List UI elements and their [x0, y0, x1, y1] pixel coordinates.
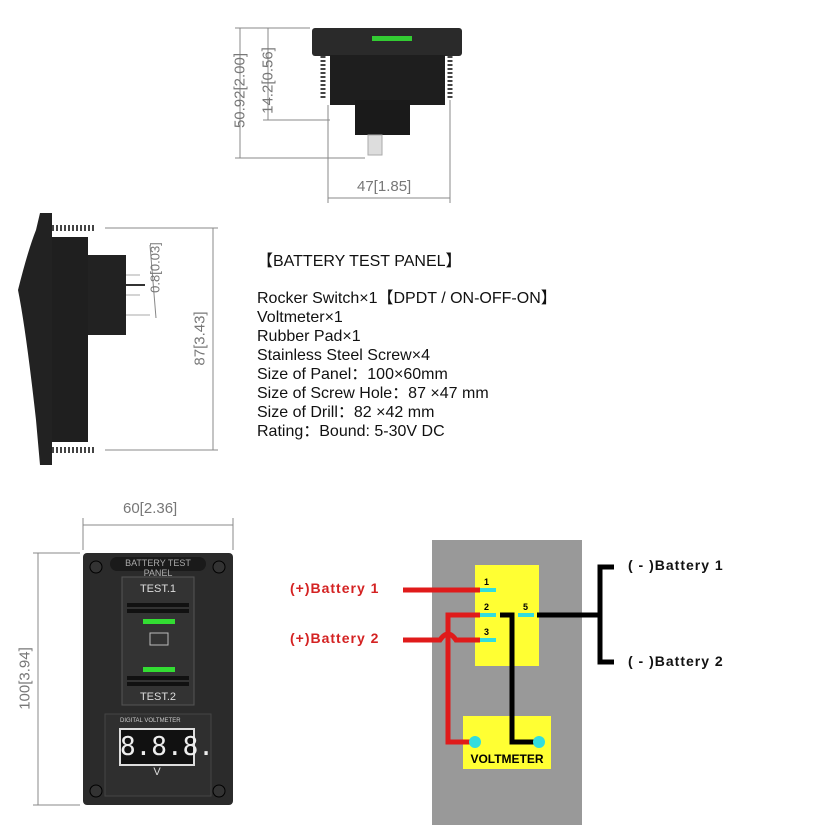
spec-line: Size of Screw Hole：87 ×47 mm: [257, 385, 489, 402]
screw-dimension-label: 87[3.43]: [191, 311, 209, 366]
spec-line: Size of Panel：100×60mm: [257, 366, 448, 383]
wiring-diagram: [403, 540, 614, 825]
pin-5: 5: [523, 602, 529, 612]
voltmeter-label: DIGITAL VOLTMETER: [120, 718, 181, 724]
panel-label: BATTERY TEST PANEL: [125, 558, 191, 578]
pin-dimension-label: 0.8[0.03]: [147, 242, 163, 293]
volt-unit: V: [153, 766, 161, 778]
height-dimension-label: 50.92[2.00]: [231, 52, 249, 129]
neg-battery1-label: ( - )Battery 1: [628, 557, 724, 573]
spec-block: 【BATTERY TEST PANEL】 Rocker Switch×1【DPD…: [257, 252, 557, 441]
voltmeter-box-label: VOLTMETER: [470, 752, 544, 766]
test1-label: TEST.1: [139, 583, 177, 595]
pos-battery2-label: (+)Battery 2: [290, 630, 380, 646]
spec-line: Rocker Switch×1【DPDT / ON-OFF-ON】: [257, 290, 557, 307]
width-dimension-label: 47[1.85]: [357, 178, 412, 195]
spec-line: Rubber Pad×1: [257, 328, 361, 345]
front-width-label: 60[2.36]: [123, 500, 178, 517]
spec-line: Size of Drill：82 ×42 mm: [257, 404, 435, 421]
top-view-drawing: [235, 27, 462, 203]
depth-dimension-label: 14.2[0.56]: [259, 47, 277, 114]
spec-title: 【BATTERY TEST PANEL】: [257, 253, 462, 270]
side-view-drawing: [18, 213, 218, 465]
spec-line: Rating：Bound: 5-30V DC: [257, 423, 445, 440]
pin-3: 3: [484, 627, 490, 637]
spec-line: Voltmeter×1: [257, 309, 343, 326]
front-height-label: 100[3.94]: [16, 647, 34, 710]
neg-battery2-label: ( - )Battery 2: [628, 653, 724, 669]
front-view-drawing: [33, 518, 234, 806]
pin-1: 1: [484, 577, 490, 587]
voltmeter-display: 8.8.8.: [120, 732, 214, 762]
spec-line: Stainless Steel Screw×4: [257, 347, 430, 364]
pos-battery1-label: (+)Battery 1: [290, 580, 380, 596]
test2-label: TEST.2: [139, 691, 177, 703]
pin-2: 2: [484, 602, 490, 612]
